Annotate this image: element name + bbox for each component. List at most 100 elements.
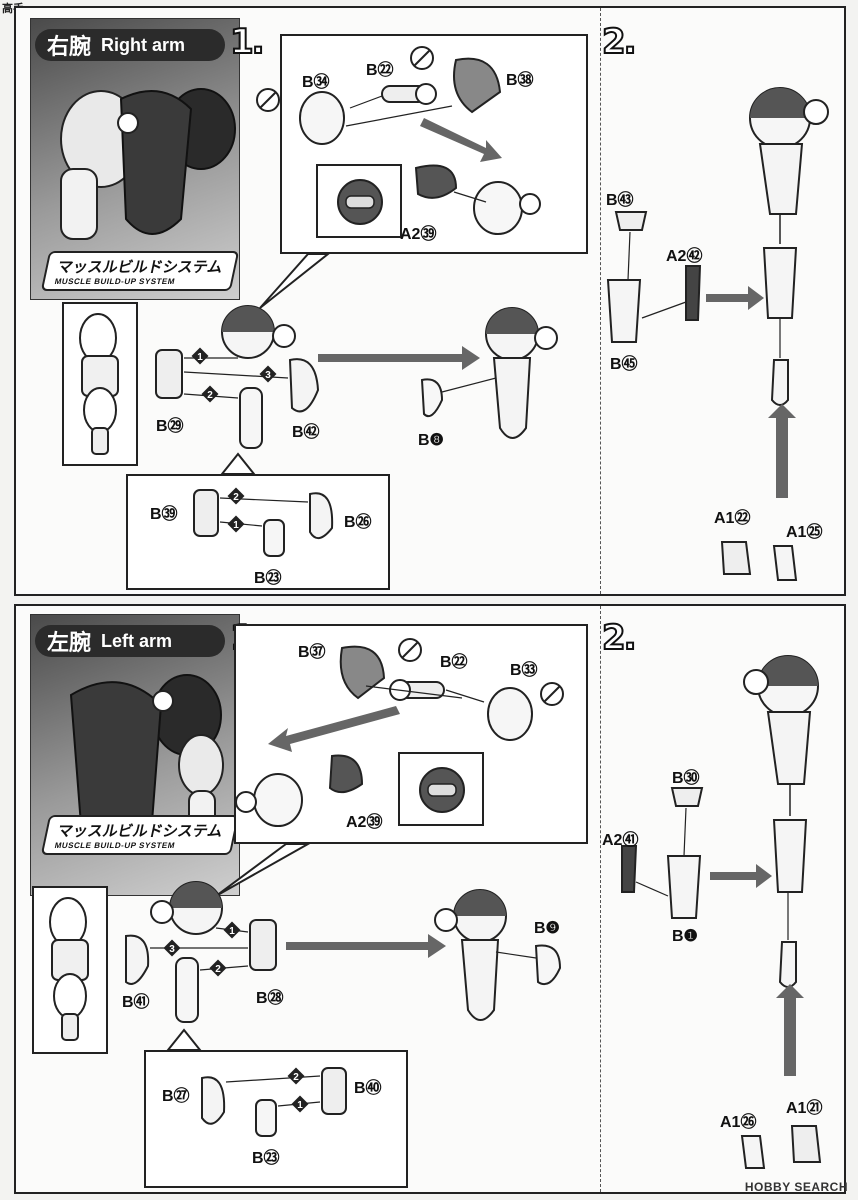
part-label-b30: B㉚ — [672, 770, 700, 787]
figure-illustration — [60, 88, 236, 240]
section-title-bar: 右腕 Right arm — [35, 29, 225, 61]
part-forearm — [175, 957, 199, 1023]
order-marker: 2 — [209, 959, 227, 977]
part-label-a122: A1㉒ — [714, 510, 751, 527]
part-label-b42: B㊷ — [292, 424, 320, 441]
part-label-b37: B㊲ — [298, 644, 326, 661]
order-marker-label: 2 — [233, 492, 239, 503]
order-marker-label: 3 — [169, 944, 175, 955]
part-hand-a — [740, 1135, 766, 1169]
order-marker: 1 — [291, 1095, 309, 1113]
right-arm-photo: 右腕 Right arm マッスルビルドシステム MUSCLE BUILD-UP… — [30, 18, 240, 300]
part-armor-plate — [420, 378, 444, 418]
part-label-b28: B㉘ — [256, 990, 284, 1007]
part-label-b43: B㊸ — [606, 192, 634, 209]
part-label-b22: B㉒ — [440, 654, 468, 671]
part-arm-assembled-body — [492, 357, 532, 439]
part-forearm-shell — [762, 247, 798, 319]
order-marker-label: 1 — [229, 926, 235, 937]
order-marker: 1 — [223, 921, 241, 939]
part-label-a126: A1㉖ — [720, 1114, 757, 1131]
left-arm-photo: 左腕 Left arm マッスルビルドシステム MUSCLE BUILD-UP … — [30, 614, 240, 896]
part-socket-half — [328, 754, 364, 794]
order-marker-label: 3 — [265, 370, 271, 381]
section-title-bar: 左腕 Left arm — [35, 625, 225, 657]
part-label-b38: B㊳ — [506, 72, 534, 89]
part-label-b34: B㉞ — [302, 74, 330, 91]
no-cut-icon — [398, 638, 422, 662]
order-marker: 1 — [227, 515, 245, 533]
part-upper-arm-frame — [155, 349, 183, 399]
forearm-callout — [126, 474, 390, 590]
part-label-b45: B㊺ — [610, 356, 638, 373]
section-title-jp: 右腕 — [47, 35, 92, 60]
order-marker: 1 — [191, 347, 209, 365]
part-label-b39: B㊴ — [150, 506, 178, 523]
part-hand-b — [772, 545, 798, 581]
part-armor-plate — [534, 944, 562, 986]
part-forearm — [239, 387, 263, 449]
part-upper-arm-cover — [125, 934, 150, 985]
part-upper-arm-cover — [288, 358, 320, 413]
order-marker-label: 2 — [207, 390, 213, 401]
left-arm-panel: 左腕 Left arm マッスルビルドシステム MUSCLE BUILD-UP … — [14, 604, 846, 1194]
part-label-a239: A2㊴ — [346, 814, 383, 831]
order-marker: 2 — [287, 1067, 305, 1085]
part-label-a121: A1㉑ — [786, 1100, 823, 1117]
part-label-b22: B㉒ — [366, 62, 394, 79]
section-title-jp: 左腕 — [47, 631, 92, 656]
socket-detail-inset — [398, 752, 484, 826]
part-label-b40: B㊵ — [354, 1080, 382, 1097]
part-label-b41: B㊶ — [122, 994, 150, 1011]
no-cut-icon — [410, 46, 434, 70]
part-label-b1: B❶ — [672, 928, 698, 945]
part-label-a125: A1㉕ — [786, 524, 823, 541]
part-ball — [415, 83, 437, 105]
part-forearm-upper — [666, 855, 702, 919]
part-label-a239: A2㊴ — [400, 226, 437, 243]
right-arm-panel: 右腕 Right arm マッスルビルドシステム MUSCLE BUILD-UP… — [14, 6, 846, 596]
right-arm-diagram: 1 3 2 2 1 — [79, 46, 829, 581]
part-socket-half — [414, 164, 458, 199]
order-marker-label: 1 — [233, 520, 239, 531]
part-shoulder-cap — [453, 57, 502, 114]
part-shoulder-cap — [339, 645, 386, 700]
part-shoulder-shell — [299, 91, 345, 145]
order-marker-label: 1 — [297, 1100, 303, 1111]
order-marker-label: 2 — [215, 964, 221, 975]
no-cut-icon — [256, 88, 280, 112]
step-1-number: 1. — [229, 21, 266, 63]
part-forearm-upper — [606, 279, 642, 343]
part-forearm-shell — [772, 819, 808, 893]
order-marker: 2 — [201, 385, 219, 403]
section-title-en: Left arm — [101, 630, 173, 651]
part-hinge-dark — [685, 265, 702, 321]
order-marker: 3 — [259, 365, 277, 383]
part-shoulder-shell — [487, 687, 533, 741]
part-label-a241: A2㊶ — [602, 832, 639, 849]
section-title-en: Right arm — [101, 34, 186, 55]
part-label-b29: B㉙ — [156, 418, 184, 435]
part-label-b26: B㉖ — [344, 514, 372, 531]
watermark-bottom: HOBBY SEARCH — [744, 1180, 848, 1194]
order-marker: 3 — [163, 939, 181, 957]
part-label-b27: B㉗ — [162, 1088, 190, 1105]
part-label-b23: B㉓ — [252, 1150, 280, 1167]
part-hand-a — [720, 541, 752, 575]
no-cut-icon — [540, 682, 564, 706]
part-label-a242: A2㊷ — [666, 248, 703, 265]
left-arm-diagram: 1 3 2 2 1 — [49, 638, 822, 1169]
order-marker: 2 — [227, 487, 245, 505]
order-marker-label: 1 — [197, 352, 203, 363]
part-hand-b — [790, 1125, 822, 1163]
step-2-number: 2. — [601, 21, 638, 63]
step-divider — [600, 8, 601, 594]
step-divider — [600, 606, 601, 1192]
part-arm-assembled-body — [460, 939, 500, 1021]
step-2-number: 2. — [601, 617, 638, 659]
order-marker-label: 2 — [293, 1072, 299, 1083]
part-shoulder-assembled — [253, 773, 303, 827]
part-label-b8: B❽ — [418, 432, 444, 449]
part-upper-arm-frame — [249, 919, 277, 971]
